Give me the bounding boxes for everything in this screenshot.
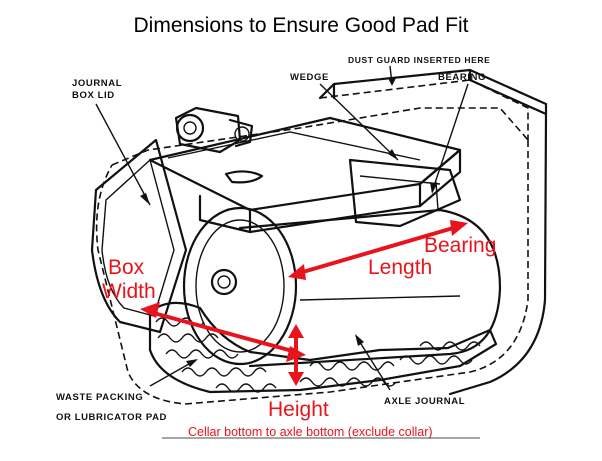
waste-packing-label-line-2: OR LUBRICATOR PAD xyxy=(56,412,167,423)
bearing-label: BEARING xyxy=(438,72,486,83)
box-width-label-line-2: Width xyxy=(102,280,156,303)
leader-lines xyxy=(95,65,469,391)
axle-journal-label: AXLE JOURNAL xyxy=(384,396,465,407)
dust-guard-label: DUST GUARD INSERTED HERE xyxy=(348,55,490,65)
bearing-length-label-line-1: Bearing xyxy=(424,234,496,257)
journal-box-lid-label-line-1: JOURNAL xyxy=(72,78,122,89)
height-dimension-arrow xyxy=(288,324,304,386)
height-label: Height xyxy=(268,398,329,421)
bearing-length-dimension-arrow xyxy=(288,220,468,280)
height-note: Cellar bottom to axle bottom (exclude co… xyxy=(188,425,433,439)
waste-packing-label-line-1: WASTE PACKING xyxy=(56,392,143,403)
bearing xyxy=(348,158,462,228)
wedge-label: WEDGE xyxy=(290,72,329,83)
journal-box-housing xyxy=(95,68,548,405)
diagram-title: Dimensions to Ensure Good Pad Fit xyxy=(134,14,469,37)
waste-packing-pad xyxy=(148,301,498,394)
journal-box-lid-label-line-2: BOX LID xyxy=(72,90,115,101)
axle-journal xyxy=(182,206,502,368)
box-width-label-line-1: Box xyxy=(108,256,145,279)
bearing-length-label-line-2: Length xyxy=(368,256,432,279)
journal-box-lid xyxy=(90,138,188,334)
